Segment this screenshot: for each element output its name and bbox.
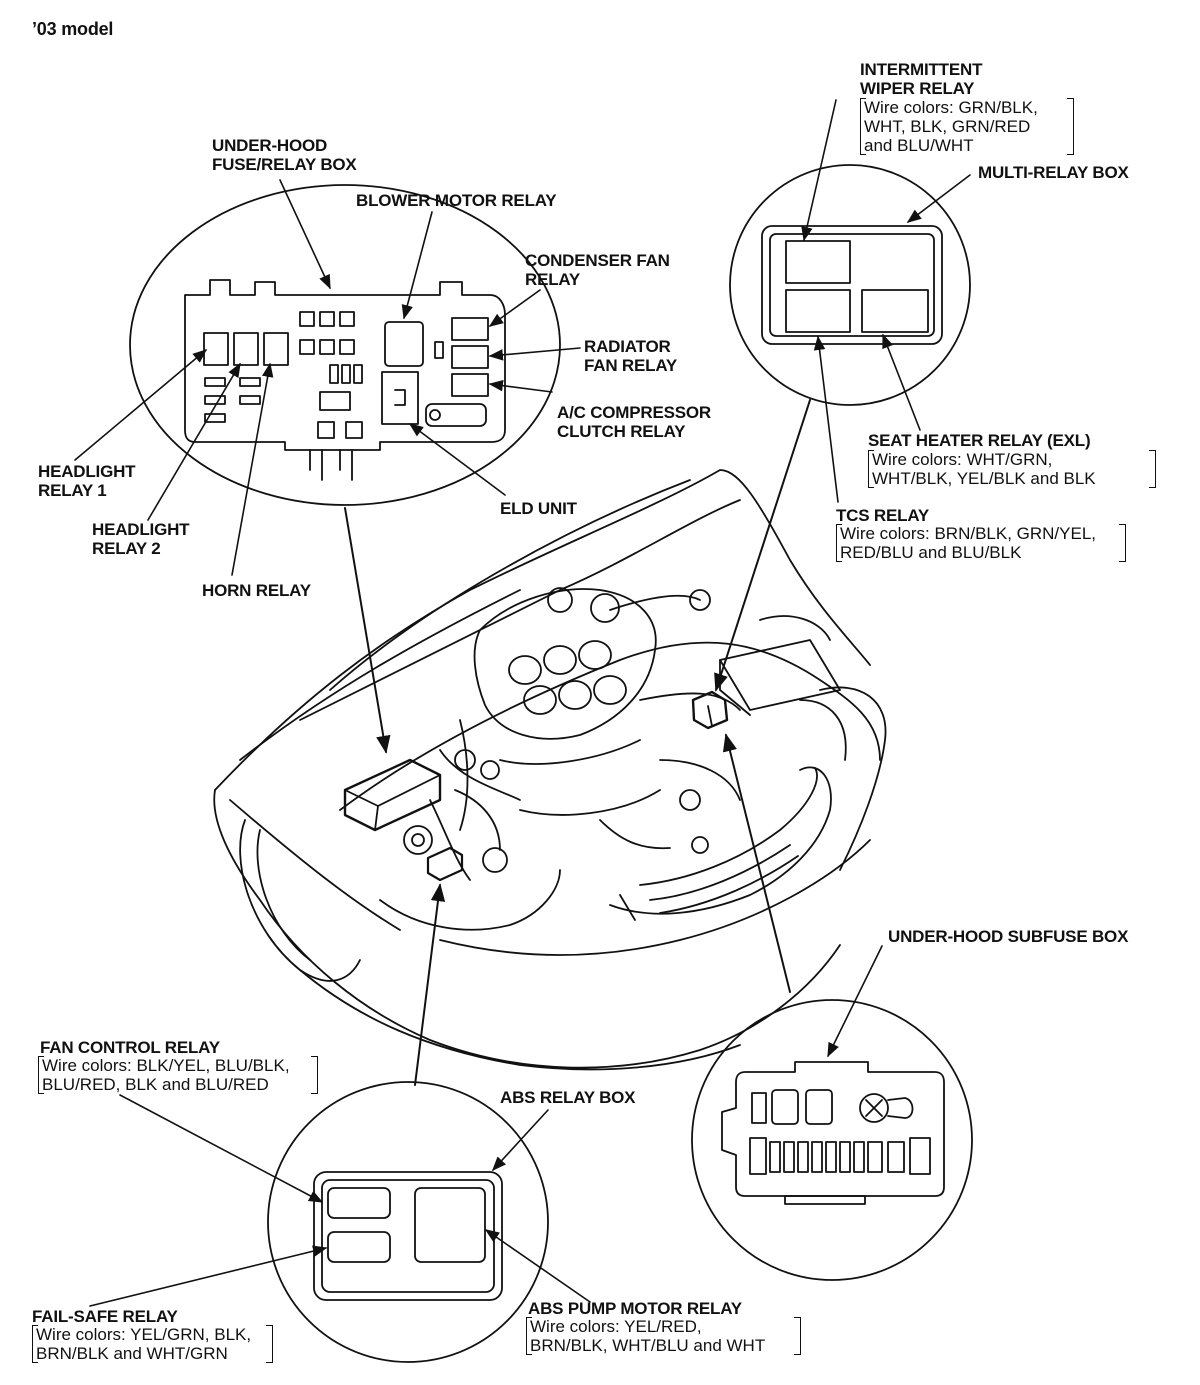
label-headlight-relay-1: HEADLIGHT RELAY 1 xyxy=(38,462,136,500)
label-horn-relay: HORN RELAY xyxy=(202,581,311,600)
multi-relay-box-callout xyxy=(729,164,971,406)
fuse-relay-box-callout xyxy=(129,184,561,506)
label-headlight-relay-2: HEADLIGHT RELAY 2 xyxy=(92,520,190,558)
wire-colors-seat-heater-relay: Wire colors: WHT/GRN, WHT/BLK, YEL/BLK a… xyxy=(867,450,1156,488)
label-underhood-subfuse-box: UNDER-HOOD SUBFUSE BOX xyxy=(888,927,1129,946)
subfuse-box-callout xyxy=(691,999,973,1281)
model-title: ’03 model xyxy=(32,19,114,39)
label-radiator-fan-relay: RADIATOR FAN RELAY xyxy=(584,337,677,375)
label-intermittent-wiper-relay: INTERMITTENT WIPER RELAY xyxy=(860,60,983,98)
label-tcs-relay: TCS RELAY xyxy=(836,506,929,525)
label-seat-heater-relay: SEAT HEATER RELAY (EXL) xyxy=(868,431,1091,450)
vehicle-illustration xyxy=(213,469,887,1071)
label-multi-relay-box: MULTI-RELAY BOX xyxy=(978,163,1129,182)
wire-colors-abs-pump-motor-relay: Wire colors: YEL/RED, BRN/BLK, WHT/BLU a… xyxy=(525,1317,802,1355)
label-fan-control-relay: FAN CONTROL RELAY xyxy=(40,1038,220,1057)
wire-colors-fan-control-relay: Wire colors: BLK/YEL, BLU/BLK, BLU/RED, … xyxy=(37,1056,318,1094)
label-ac-compressor-clutch-relay: A/C COMPRESSOR CLUTCH RELAY xyxy=(557,403,711,441)
wire-colors-tcs-relay: Wire colors: BRN/BLK, GRN/YEL, RED/BLU a… xyxy=(835,524,1127,562)
label-underhood-fuse-relay-box: UNDER-HOOD FUSE/RELAY BOX xyxy=(212,136,357,174)
label-abs-relay-box: ABS RELAY BOX xyxy=(500,1088,636,1107)
wire-colors-fail-safe-relay: Wire colors: YEL/GRN, BLK, BRN/BLK and W… xyxy=(31,1325,274,1363)
label-fail-safe-relay: FAIL-SAFE RELAY xyxy=(32,1307,178,1326)
label-blower-motor-relay: BLOWER MOTOR RELAY xyxy=(356,191,557,210)
abs-relay-box-callout xyxy=(267,1081,549,1363)
wire-colors-intermittent-wiper-relay: Wire colors: GRN/BLK, WHT, BLK, GRN/RED … xyxy=(859,98,1074,155)
label-condenser-fan-relay: CONDENSER FAN RELAY xyxy=(525,251,670,289)
label-abs-pump-motor-relay: ABS PUMP MOTOR RELAY xyxy=(528,1299,742,1318)
leader-lines xyxy=(74,99,971,1307)
label-eld-unit: ELD UNIT xyxy=(500,499,577,518)
